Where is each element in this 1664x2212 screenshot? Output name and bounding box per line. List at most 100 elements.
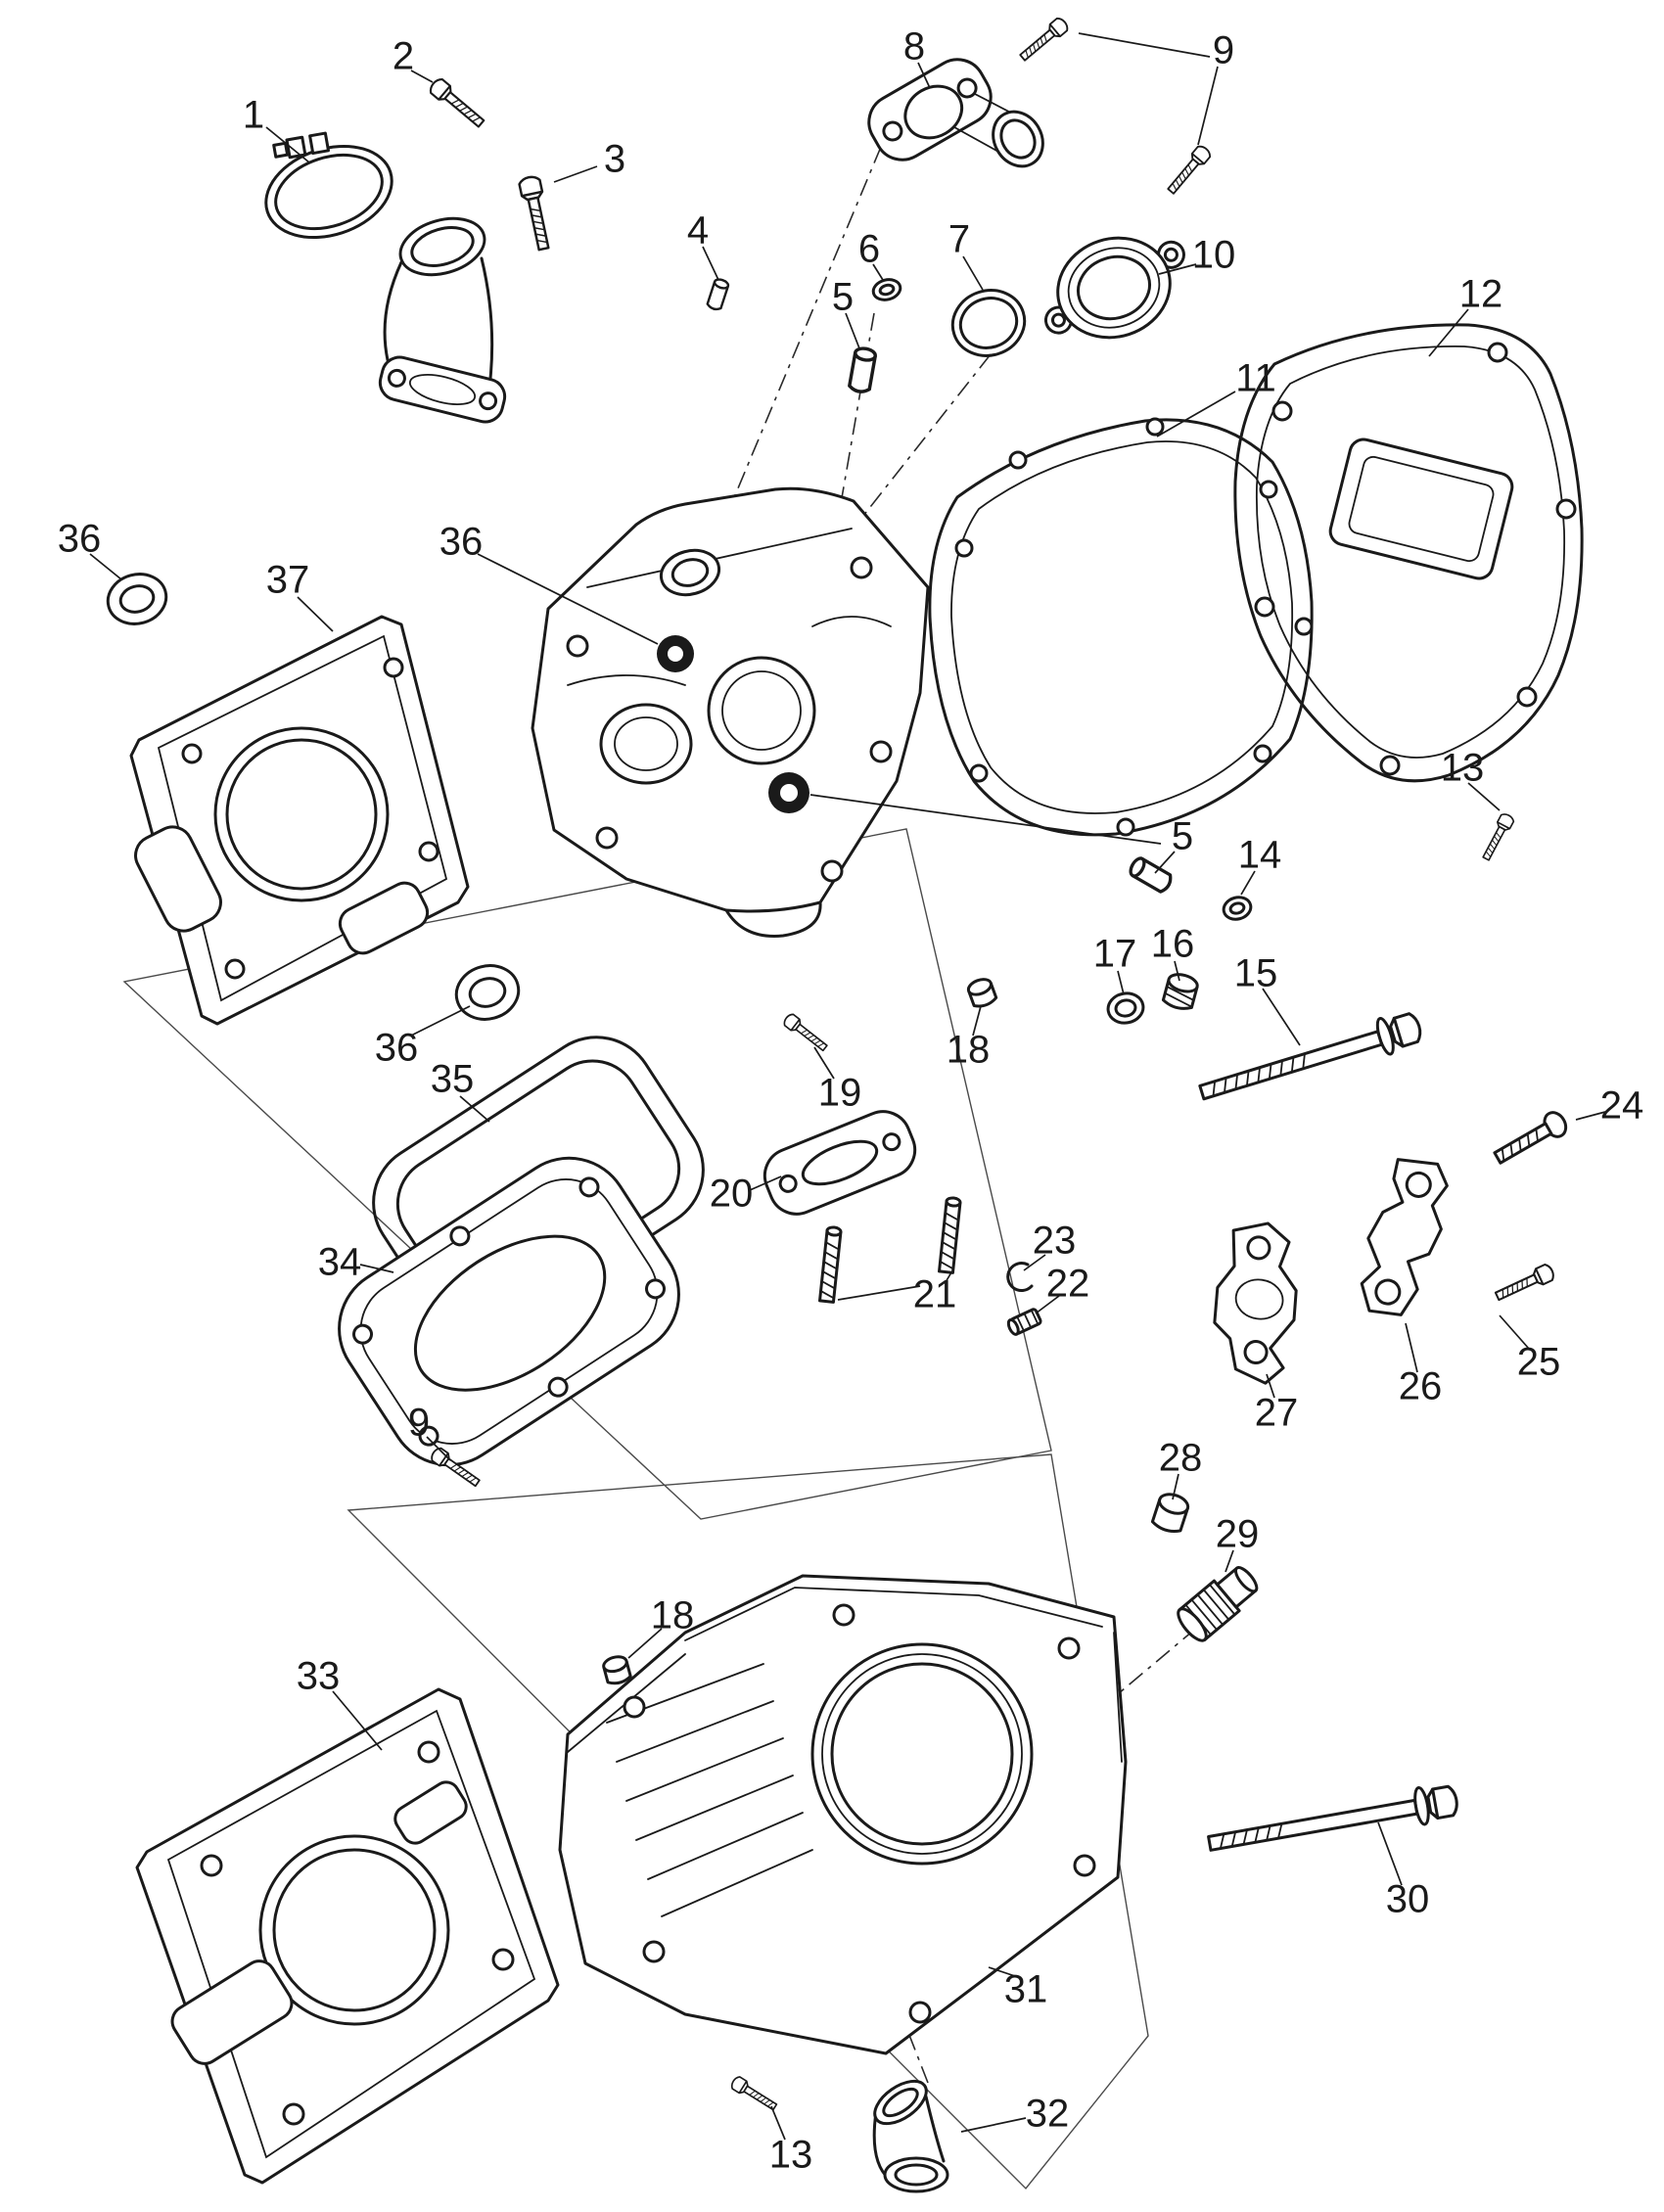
- leader-cap-plug-upper: [972, 1005, 982, 1037]
- part-9-outlet-bolt-b: [1164, 143, 1214, 198]
- part-20-port-gasket: [763, 1110, 917, 1216]
- callout-locating-pin-upper: 5: [831, 275, 855, 319]
- part-15-head-long-bolt: [1198, 1012, 1422, 1101]
- part-30-cylinder-long-bolt: [1207, 1784, 1458, 1852]
- part-12-valve-cover: [1233, 323, 1584, 783]
- leader-locating-pin-head: [1154, 851, 1176, 874]
- part-36-oil-seal-head: [657, 635, 694, 672]
- callout-dowel-cap-cylinder: 18: [650, 1593, 695, 1637]
- leader-lines: [89, 32, 1606, 2141]
- cylinder-head: [531, 486, 930, 938]
- part-18-cap-plug-upper: [964, 975, 999, 1011]
- leader-oil-seal-head: [477, 553, 659, 645]
- part-10-outlet-housing: [1043, 236, 1185, 340]
- callout-union-fitting: 29: [1215, 1512, 1260, 1556]
- part-31-cylinder: [558, 1574, 1128, 2055]
- callout-rocker-support-right: 26: [1398, 1364, 1443, 1408]
- callout-head-bolt-small: 19: [817, 1071, 862, 1115]
- callout-cap-nut: 6: [857, 227, 881, 271]
- part-28-cap-plug-right: [1150, 1493, 1190, 1533]
- part-37-head-gasket: [129, 615, 470, 1026]
- part-36-oil-seal-left: [106, 573, 168, 625]
- leader-head-gasket: [297, 596, 334, 632]
- leader-port-gasket: [749, 1175, 782, 1191]
- callout-port-gasket: 20: [709, 1172, 754, 1216]
- part-19-head-bolt-small: [781, 1011, 831, 1055]
- callout-nut: 14: [1237, 833, 1282, 877]
- leader-head-bolt-small: [813, 1046, 835, 1080]
- part-38-intake-elbow: [378, 216, 507, 424]
- callout-intake-clamp: 1: [242, 93, 265, 137]
- leader-breather-fitting: [1035, 1295, 1060, 1314]
- part-1-intake-clamp: [264, 131, 393, 240]
- callout-sealing-washer: 17: [1092, 932, 1137, 976]
- leader-dowel-cap-cylinder: [627, 1628, 663, 1659]
- part-27-rocker-support-left: [1213, 1221, 1298, 1385]
- part-22-breather-fitting: [1006, 1308, 1042, 1336]
- callout-clamp-bolt: 2: [392, 34, 415, 78]
- part-36-oil-seal-lower: [454, 964, 521, 1021]
- callout-rocker-bolt-lower: 25: [1516, 1340, 1561, 1384]
- callout-cylinder-base-gasket: 33: [296, 1654, 341, 1698]
- part-23-clip: [1006, 1262, 1034, 1292]
- pin-seat: [768, 772, 809, 813]
- part-21-exhaust-stud-b: [938, 1195, 962, 1274]
- part-21-exhaust-stud-a: [818, 1224, 843, 1304]
- part-6-cap-nut: [871, 278, 902, 301]
- part-13-cover-bolt-right: [1478, 810, 1516, 863]
- leader-oil-seal-left: [89, 553, 122, 580]
- part-11-valve-cover-gasket: [928, 417, 1314, 837]
- part-18-dowel-cap-cylinder: [600, 1652, 633, 1687]
- callout-locating-pin-head: 5: [1171, 814, 1194, 858]
- callout-oil-seal-left: 36: [57, 517, 102, 561]
- leader-exhaust-studs: [837, 1285, 921, 1301]
- leader-water-outlet-flange: [917, 62, 931, 89]
- leader-outlet-bolts: [1078, 32, 1211, 58]
- leader-manifold-bolt: [553, 165, 598, 183]
- callout-plug: 16: [1150, 922, 1195, 966]
- part-8-water-outlet: [867, 58, 1044, 168]
- callout-manifold-bolt: 3: [603, 137, 626, 181]
- callout-outlet-housing: 10: [1191, 233, 1236, 277]
- leader-oil-seal-lower: [410, 1005, 471, 1037]
- callout-breather-elbow: 32: [1025, 2092, 1070, 2136]
- leader-cylinder: [988, 1966, 1019, 1978]
- callout-cap-plug-right: 28: [1158, 1436, 1203, 1480]
- part-25-rocker-bolt-lower: [1492, 1262, 1557, 1306]
- callout-breather-fitting: 22: [1045, 1262, 1090, 1306]
- leader-plug: [1174, 960, 1180, 982]
- part-5-locating-pin-head: [1126, 854, 1176, 896]
- part-17-sealing-washer: [1106, 991, 1145, 1025]
- leader-cap-nut: [872, 263, 884, 281]
- leader-cover-bolt-bottom: [426, 1436, 451, 1461]
- part-33-cylinder-base-gasket: [135, 1687, 560, 2185]
- callout-water-outlet-flange: 8: [902, 24, 926, 69]
- leader-cylinder-bolt-bottom: [770, 2105, 786, 2141]
- leader-nut: [1240, 870, 1256, 896]
- part-14-nut: [1222, 896, 1253, 921]
- leader-exhaust-studs: [945, 1271, 952, 1283]
- callout-cylinder-bolt-bottom: 13: [768, 2133, 813, 2177]
- leader-intake-clamp: [265, 126, 310, 163]
- leader-side-cover-gasket: [459, 1095, 490, 1123]
- leader-head-long-bolt: [1262, 988, 1301, 1046]
- callout-cap-plug-upper: 18: [946, 1028, 991, 1072]
- part-34-side-cover: [338, 1156, 680, 1467]
- part-16-plug: [1161, 973, 1199, 1010]
- callout-cylinder: 31: [1003, 1967, 1048, 2011]
- leader-rocker-bolt-lower: [1499, 1314, 1530, 1350]
- leader-rocker-support-right: [1405, 1322, 1418, 1373]
- leader-cylinder-long-bolt: [1377, 1821, 1403, 1886]
- callout-valve-cover: 12: [1458, 272, 1503, 316]
- leader-side-cover: [359, 1264, 394, 1273]
- part-29-union-fitting: [1177, 1566, 1259, 1642]
- leader-cylinder-base-gasket: [332, 1690, 383, 1751]
- leader-rocker-bolt-upper: [1575, 1111, 1606, 1121]
- callout-cylinder-long-bolt: 30: [1385, 1877, 1430, 1921]
- leader-outlet-bolts: [1197, 66, 1219, 146]
- callout-head-long-bolt: 15: [1233, 951, 1278, 995]
- part-5-locating-pin-upper: [847, 345, 878, 395]
- part-7-o-ring: [950, 289, 1027, 357]
